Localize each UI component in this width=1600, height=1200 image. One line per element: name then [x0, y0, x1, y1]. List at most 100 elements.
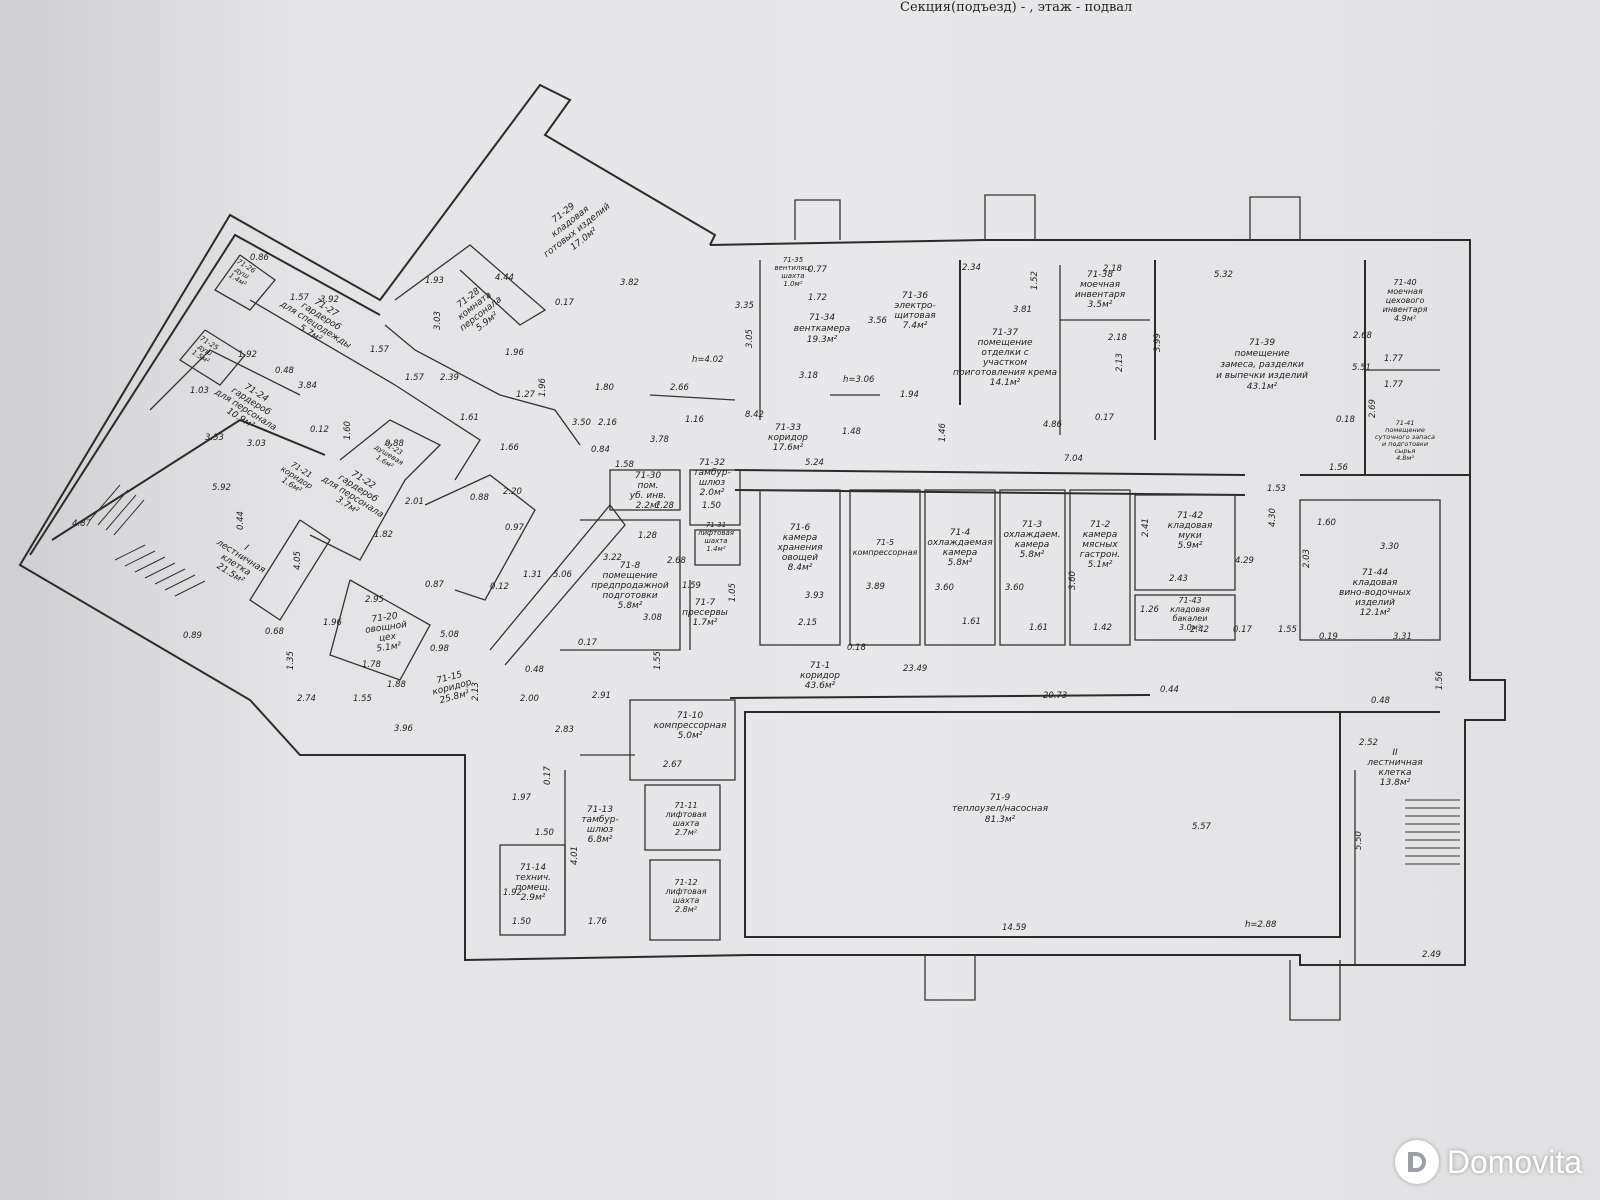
- dimension-label: 0.12: [490, 582, 509, 592]
- svg-text:71-31: 71-31: [706, 521, 726, 529]
- dimension-label: 1.53: [1267, 484, 1286, 494]
- dimension-label: 4.86: [1043, 420, 1063, 430]
- dimension-label: 2.49: [1422, 950, 1441, 960]
- room-71-13: 71-13 тамбур- шлюз 6.8м²: [581, 805, 618, 845]
- svg-text:71-35: 71-35: [783, 256, 804, 264]
- dimension-label: 1.52: [1030, 271, 1040, 290]
- dimension-label: 2.18: [1108, 333, 1128, 343]
- dimension-label: 3.50: [572, 418, 591, 428]
- dimension-label: 3.84: [298, 381, 317, 391]
- svg-text:2.9м²: 2.9м²: [521, 893, 546, 903]
- svg-text:8.4м²: 8.4м²: [788, 563, 813, 573]
- dimension-label: 0.48: [525, 665, 545, 675]
- svg-text:инвентаря: инвентаря: [1383, 305, 1428, 314]
- dimension-label: 0.89: [183, 631, 202, 641]
- dimension-label: 1.66: [500, 443, 520, 453]
- room-I: I лестничная клетка 21.5м²: [214, 537, 268, 586]
- svg-text:моечная: моечная: [1387, 287, 1423, 296]
- dimension-label: 0.87: [425, 580, 445, 590]
- room-71-29: 71-29 кладовая готовых изделий 17.0м²: [542, 201, 612, 260]
- svg-text:шахта: шахта: [704, 537, 727, 545]
- svg-text:камера: камера: [943, 548, 978, 558]
- svg-text:71-43: 71-43: [1178, 596, 1201, 605]
- height-label: h=2.88: [1245, 920, 1277, 930]
- room-71-35: 71-35 вентиляц. шахта 1.0м²: [774, 256, 811, 288]
- svg-text:пом.: пом.: [637, 481, 658, 491]
- room-71-42: 71-42 кладовая муки 5.9м²: [1168, 511, 1213, 551]
- svg-text:лифтовая: лифтовая: [697, 529, 734, 537]
- svg-text:помещение: помещение: [602, 571, 657, 581]
- svg-text:71-8: 71-8: [620, 561, 641, 571]
- svg-text:6.8м²: 6.8м²: [588, 835, 613, 845]
- dimension-label: 1.82: [374, 530, 393, 540]
- dimension-label: 3.03: [433, 311, 443, 330]
- dimension-label: 3.60: [1068, 571, 1078, 590]
- svg-text:71-44: 71-44: [1362, 568, 1388, 578]
- room-II: II лестничная клетка 13.8м²: [1366, 748, 1423, 788]
- dimension-label: 2.18: [1103, 264, 1123, 274]
- dimension-label: 1.78: [362, 660, 382, 670]
- dimension-label: 5.08: [440, 630, 460, 640]
- room-71-36: 71-36 электро- щитовая 7.4м²: [894, 291, 936, 331]
- dimension-label: 1.55: [1278, 625, 1297, 635]
- dimension-label: 1.16: [685, 415, 705, 425]
- dimension-label: 1.96: [323, 618, 343, 628]
- dimension-label: 20.73: [1043, 691, 1067, 701]
- dimension-label: 3.82: [620, 278, 639, 288]
- dimension-label: 3.18: [799, 371, 819, 381]
- dimension-label: 0.84: [591, 445, 610, 455]
- dimension-label: 3.60: [935, 583, 954, 593]
- dimension-label: 1.05: [728, 583, 738, 602]
- dimension-label: 2.34: [962, 263, 981, 273]
- svg-text:теплоузел/насосная: теплоузел/насосная: [952, 804, 1049, 814]
- dimension-label: 8.42: [745, 410, 764, 420]
- svg-text:43.1м²: 43.1м²: [1247, 382, 1278, 392]
- svg-text:шахта: шахта: [673, 896, 700, 905]
- dimension-label: 1.03: [190, 386, 209, 396]
- dimension-label: 0.19: [1319, 632, 1338, 642]
- dimension-label: 3.99: [1153, 333, 1163, 352]
- svg-text:5.1м²: 5.1м²: [1088, 560, 1113, 570]
- dimension-label: 1.60: [1317, 518, 1336, 528]
- dimension-label: 1.61: [962, 617, 981, 627]
- stair-left-icon: [89, 484, 206, 597]
- dimension-label: 0.88: [385, 439, 405, 449]
- dimension-label: 1.59: [682, 581, 701, 591]
- svg-text:5.8м²: 5.8м²: [948, 558, 973, 568]
- svg-text:шахта: шахта: [781, 272, 804, 280]
- domovita-logo-icon: [1394, 1140, 1439, 1184]
- dimension-label: 5.50: [1354, 831, 1364, 850]
- dimension-label: 4.44: [495, 273, 514, 283]
- dimension-label: 2.91: [592, 691, 611, 701]
- svg-text:шлюз: шлюз: [699, 478, 726, 488]
- svg-text:71-2: 71-2: [1090, 520, 1111, 530]
- dimension-label: 1.56: [1435, 670, 1445, 690]
- room-71-43: 71-43 кладовая бакалеи 3.0м²: [1170, 596, 1210, 632]
- svg-text:71-36: 71-36: [902, 291, 928, 301]
- svg-text:камера: камера: [1015, 540, 1050, 550]
- dimension-label: 0.86: [250, 253, 270, 263]
- svg-text:71-34: 71-34: [809, 313, 835, 323]
- dimension-label: 5.32: [1214, 270, 1233, 280]
- svg-text:19.3м²: 19.3м²: [807, 335, 838, 345]
- svg-text:мясных: мясных: [1082, 540, 1118, 550]
- svg-text:лифтовая: лифтовая: [664, 887, 706, 896]
- svg-text:тамбур-: тамбур-: [693, 468, 730, 478]
- dimension-label: 3.96: [394, 724, 414, 734]
- room-71-9: 71-9 теплоузел/насосная 81.3м²: [952, 793, 1049, 825]
- dimension-label: 0.18: [847, 643, 867, 653]
- room-71-5: 71-5 компрессорная: [853, 538, 918, 557]
- dimension-label: 1.61: [1029, 623, 1048, 633]
- watermark-text: Domovita: [1446, 1143, 1582, 1180]
- dimension-label: 5.51: [1352, 363, 1371, 373]
- svg-text:кладовая: кладовая: [1353, 578, 1398, 588]
- svg-text:лестничная: лестничная: [1366, 758, 1423, 768]
- svg-text:71-12: 71-12: [674, 878, 697, 887]
- dimension-label: 0.48: [275, 366, 295, 376]
- svg-text:5.8м²: 5.8м²: [1020, 550, 1045, 560]
- svg-text:71-11: 71-11: [674, 801, 697, 810]
- dimension-label: 2.66: [670, 383, 690, 393]
- svg-text:71-3: 71-3: [1022, 520, 1043, 530]
- dimension-label: 2.67: [663, 760, 683, 770]
- dimension-label: 0.98: [430, 644, 450, 654]
